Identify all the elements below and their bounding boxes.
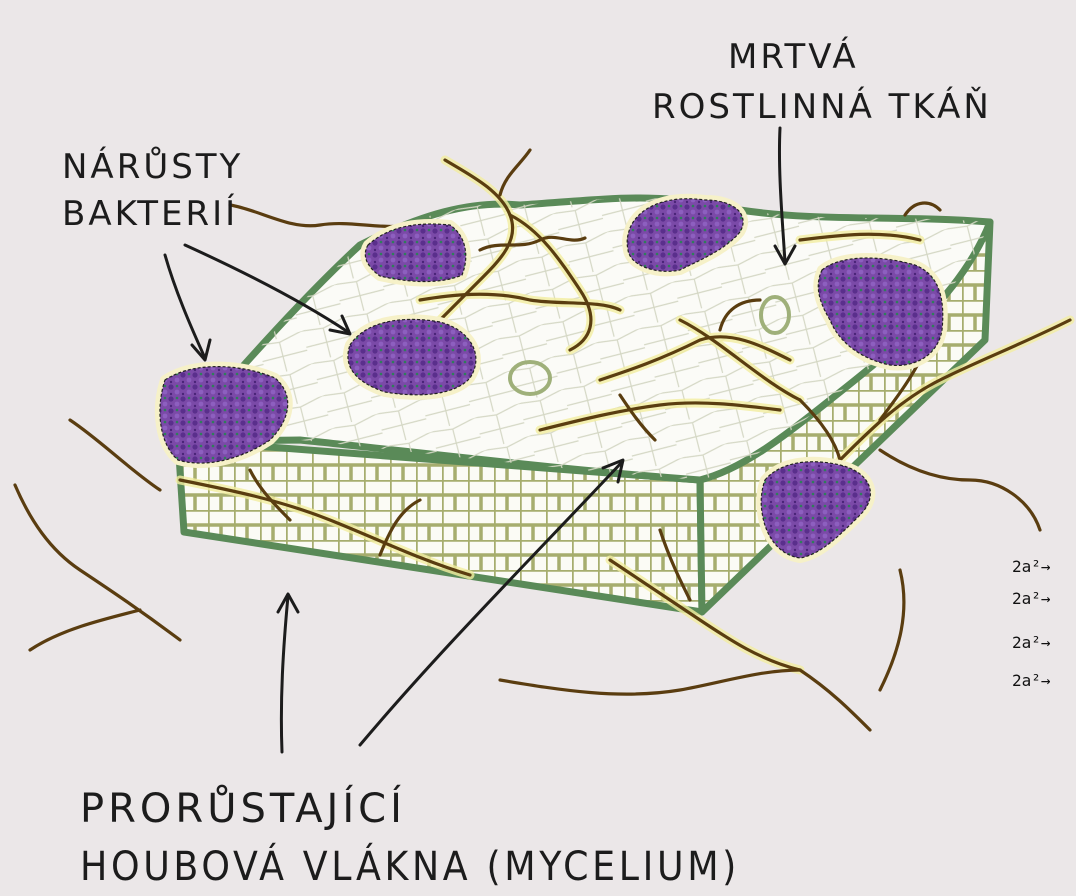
hypha bbox=[880, 450, 1040, 530]
label-bacteria-line1: NÁRŮSTY bbox=[62, 146, 243, 187]
label-mycelium-line1: PRORŮSTAJÍCÍ bbox=[80, 784, 406, 832]
hypha bbox=[30, 610, 140, 650]
hypha bbox=[500, 670, 800, 694]
label-bacteria-line2: BAKTERIÍ bbox=[62, 193, 238, 234]
label-mycelium-line2: HOUBOVÁ VLÁKNA (MYCELIUM) bbox=[80, 842, 740, 890]
margin-notes: 2a²→ 2a²→ 2a²→ 2a²→ bbox=[1012, 557, 1051, 690]
label-dead-tissue-line1: MRTVÁ bbox=[728, 36, 859, 77]
margin-note: 2a²→ bbox=[1012, 589, 1051, 608]
hypha bbox=[15, 485, 180, 640]
hypha bbox=[230, 205, 410, 226]
label-dead-tissue-line2: ROSTLINNÁ TKÁŇ bbox=[652, 86, 992, 127]
bacterial-colony bbox=[761, 462, 870, 558]
margin-note: 2a²→ bbox=[1012, 557, 1051, 576]
hypha bbox=[70, 420, 160, 490]
bacterial-colony bbox=[348, 319, 476, 394]
hypha bbox=[880, 570, 904, 690]
hypha bbox=[800, 670, 870, 730]
arrow-bacteria-left bbox=[165, 255, 205, 358]
hypha bbox=[905, 203, 940, 215]
hypha bbox=[500, 150, 530, 195]
bacterial-colony bbox=[365, 224, 465, 282]
arrow-mycelium-left bbox=[281, 596, 288, 752]
margin-note: 2a²→ bbox=[1012, 633, 1051, 652]
margin-note: 2a²→ bbox=[1012, 671, 1051, 690]
